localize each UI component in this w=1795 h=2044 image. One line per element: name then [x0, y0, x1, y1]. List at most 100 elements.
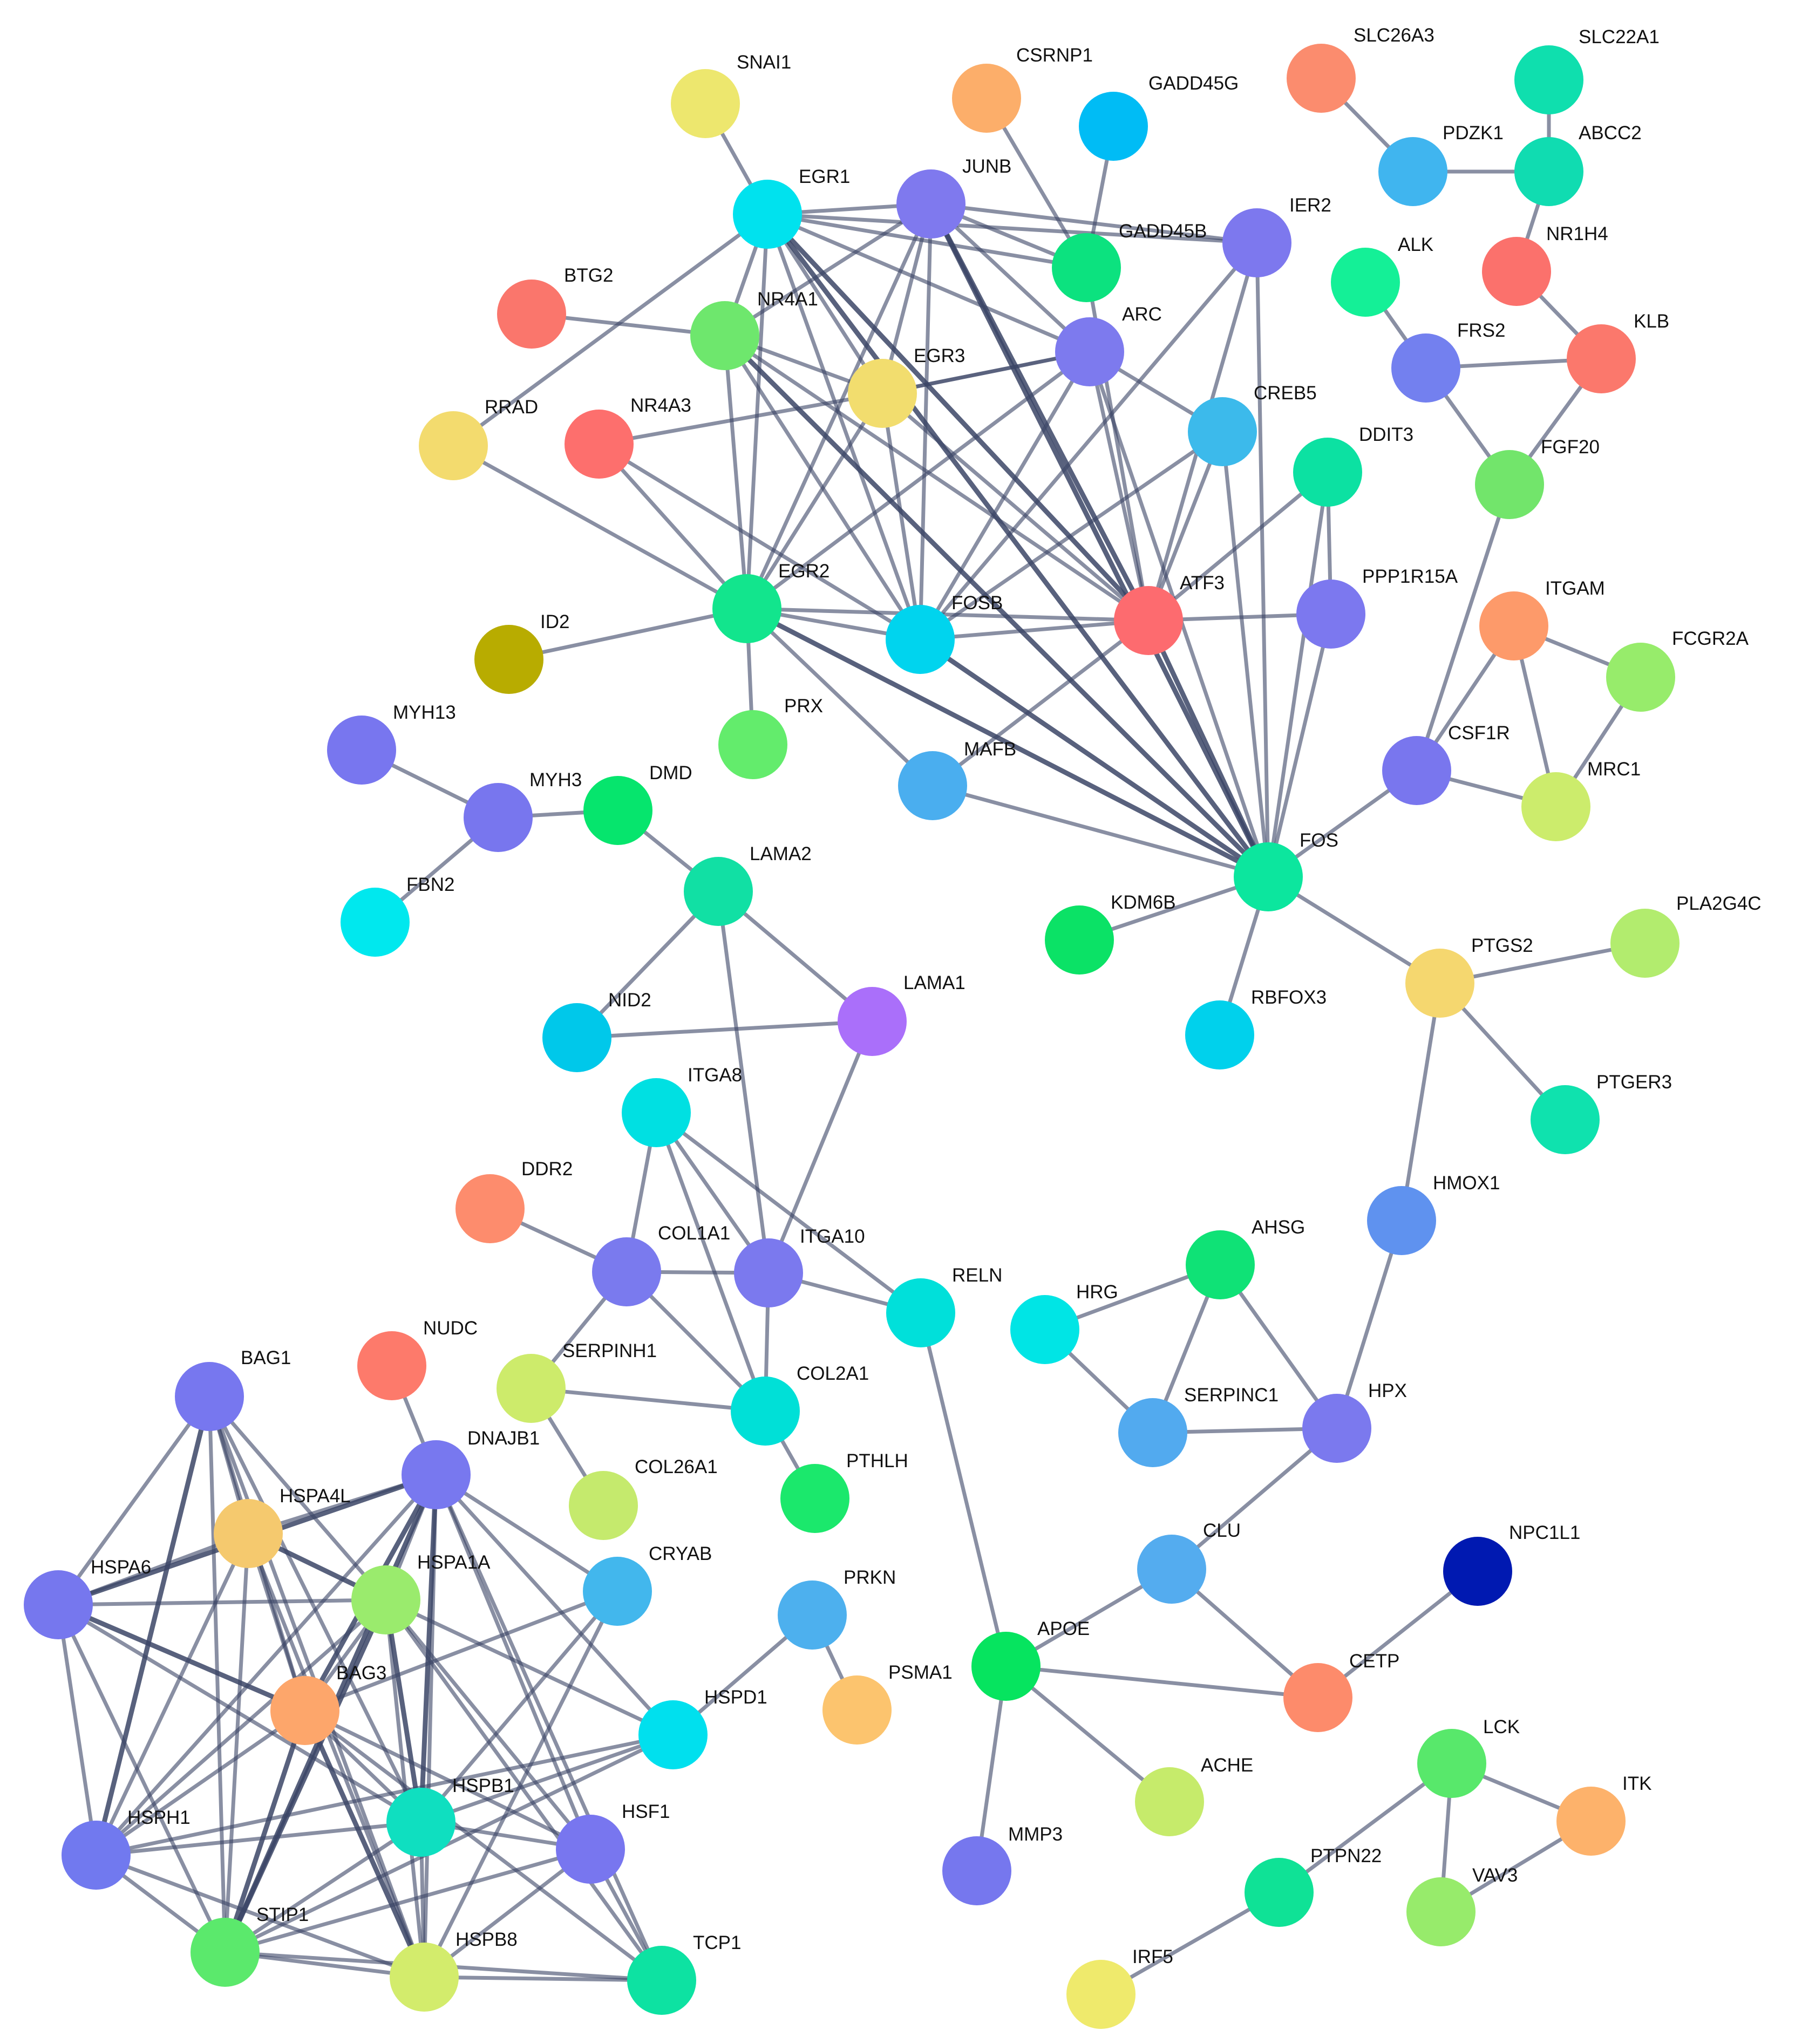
- node-itk[interactable]: [1556, 1787, 1626, 1856]
- node-hspb8[interactable]: [390, 1943, 459, 2012]
- node-lck[interactable]: [1417, 1729, 1486, 1798]
- node-vav3[interactable]: [1406, 1877, 1476, 1946]
- node-ier2[interactable]: [1222, 208, 1291, 277]
- node-ptger3[interactable]: [1531, 1085, 1600, 1154]
- node-psma1[interactable]: [822, 1675, 892, 1745]
- node-csrnp1[interactable]: [952, 64, 1021, 133]
- node-nid2[interactable]: [542, 1003, 611, 1072]
- node-arc[interactable]: [1055, 317, 1124, 386]
- node-tcp1[interactable]: [627, 1946, 696, 2015]
- node-mrc1[interactable]: [1521, 772, 1590, 841]
- node-lama2[interactable]: [684, 857, 753, 926]
- node-label-dmd: DMD: [649, 762, 692, 783]
- node-frs2[interactable]: [1391, 333, 1460, 403]
- node-hrg[interactable]: [1010, 1295, 1079, 1364]
- node-prx[interactable]: [718, 710, 787, 779]
- node-fcgr2a[interactable]: [1606, 643, 1675, 712]
- edge-junb-ier2: [929, 202, 1259, 245]
- node-ddr2[interactable]: [455, 1174, 525, 1243]
- node-mmp3[interactable]: [942, 1836, 1011, 1905]
- node-myh3[interactable]: [464, 783, 533, 852]
- node-junb[interactable]: [896, 169, 966, 239]
- node-irf5[interactable]: [1066, 1960, 1136, 2029]
- node-egr2[interactable]: [712, 574, 781, 643]
- node-stip1[interactable]: [191, 1918, 260, 1987]
- node-itga10[interactable]: [734, 1238, 803, 1307]
- node-hsph1[interactable]: [62, 1821, 131, 1890]
- node-itga8[interactable]: [622, 1078, 691, 1147]
- edge-hspd1-hspb1: [419, 1733, 675, 1824]
- node-npc1l1[interactable]: [1443, 1537, 1512, 1606]
- node-nr4a3[interactable]: [565, 410, 634, 479]
- node-lama1[interactable]: [838, 987, 907, 1056]
- node-btg2[interactable]: [497, 280, 566, 349]
- node-ptgs2[interactable]: [1405, 949, 1474, 1018]
- node-col26a1[interactable]: [569, 1471, 638, 1540]
- node-hspd1[interactable]: [638, 1700, 708, 1769]
- node-slc26a3[interactable]: [1287, 44, 1356, 113]
- node-nr4a1[interactable]: [690, 301, 759, 370]
- edge-hspd1-hsph1: [94, 1733, 675, 1857]
- node-col2a1[interactable]: [731, 1377, 800, 1446]
- node-kdm6b[interactable]: [1045, 905, 1114, 975]
- node-abcc2[interactable]: [1514, 137, 1583, 206]
- node-fos[interactable]: [1234, 842, 1303, 911]
- node-hspa4l[interactable]: [214, 1499, 283, 1568]
- node-pla2g4c[interactable]: [1610, 909, 1680, 978]
- node-label-hspd1: HSPD1: [704, 1687, 767, 1708]
- node-bag1[interactable]: [175, 1362, 244, 1431]
- node-fosb[interactable]: [886, 605, 955, 674]
- node-slc22a1[interactable]: [1514, 45, 1583, 114]
- node-hpx[interactable]: [1302, 1394, 1371, 1463]
- node-csf1r[interactable]: [1382, 736, 1451, 805]
- node-reln[interactable]: [886, 1278, 955, 1347]
- node-egr3[interactable]: [848, 359, 917, 428]
- node-atf3[interactable]: [1114, 586, 1183, 655]
- node-hspa1a[interactable]: [351, 1565, 420, 1634]
- node-myh13[interactable]: [327, 716, 396, 785]
- node-clu[interactable]: [1137, 1535, 1206, 1604]
- node-dnajb1[interactable]: [402, 1440, 471, 1509]
- node-pdzk1[interactable]: [1378, 137, 1447, 206]
- node-alk[interactable]: [1331, 248, 1400, 317]
- node-ddit3[interactable]: [1293, 438, 1362, 507]
- node-ppp1r15a[interactable]: [1296, 580, 1365, 649]
- node-itgam[interactable]: [1479, 591, 1548, 660]
- node-serpinc1[interactable]: [1118, 1398, 1187, 1467]
- node-label-itga10: ITGA10: [800, 1226, 865, 1247]
- node-cryab[interactable]: [583, 1557, 652, 1626]
- node-mafb[interactable]: [898, 751, 967, 820]
- node-fgf20[interactable]: [1475, 450, 1544, 519]
- node-col1a1[interactable]: [592, 1237, 661, 1306]
- node-hsf1[interactable]: [556, 1815, 625, 1884]
- node-prkn[interactable]: [778, 1580, 847, 1650]
- node-ahsg[interactable]: [1186, 1230, 1255, 1299]
- node-serpinh1[interactable]: [497, 1354, 566, 1423]
- node-apoe[interactable]: [971, 1632, 1041, 1701]
- edge-cryab-bag3: [303, 1589, 620, 1713]
- node-ache[interactable]: [1135, 1767, 1204, 1836]
- node-bag3[interactable]: [270, 1676, 339, 1745]
- node-egr1[interactable]: [733, 180, 802, 249]
- node-hspb1[interactable]: [386, 1788, 455, 1857]
- node-creb5[interactable]: [1188, 397, 1257, 466]
- node-gadd45g[interactable]: [1079, 92, 1148, 161]
- node-label-dnajb1: DNAJB1: [467, 1428, 540, 1449]
- node-ptpn22[interactable]: [1245, 1858, 1314, 1927]
- node-id2[interactable]: [474, 625, 543, 694]
- edge-apoe-cetp: [1004, 1664, 1320, 1700]
- node-cetp[interactable]: [1283, 1663, 1352, 1732]
- node-label-itgam: ITGAM: [1545, 578, 1605, 599]
- node-snai1[interactable]: [671, 69, 740, 138]
- node-klb[interactable]: [1567, 324, 1636, 393]
- node-nr1h4[interactable]: [1482, 237, 1551, 306]
- node-rbfox3[interactable]: [1185, 1000, 1254, 1069]
- node-nudc[interactable]: [357, 1331, 426, 1400]
- node-dmd[interactable]: [583, 776, 652, 845]
- node-hmox1[interactable]: [1367, 1186, 1436, 1255]
- node-hspa6[interactable]: [24, 1570, 93, 1639]
- node-gadd45b[interactable]: [1052, 233, 1121, 302]
- node-fbn2[interactable]: [341, 888, 410, 957]
- node-rrad[interactable]: [419, 411, 488, 480]
- node-pthlh[interactable]: [780, 1464, 849, 1533]
